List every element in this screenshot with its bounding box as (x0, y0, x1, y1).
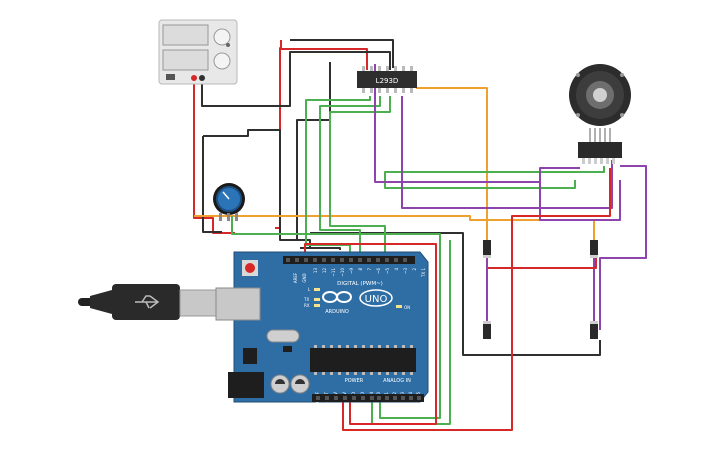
bottom-header-holes (316, 396, 421, 400)
digital-pin-label: 7 (367, 268, 372, 271)
supply-terminal-positive[interactable] (191, 75, 197, 81)
arduino-crystal (266, 329, 300, 343)
digital-pin-label: ~11 (331, 268, 336, 277)
digital-pin-label: ~6 (376, 268, 381, 274)
wire-gray-encoder-leads[interactable] (589, 128, 611, 142)
arduino-led-rx-label: RX (304, 303, 310, 308)
usb-cable[interactable] (78, 284, 219, 320)
wires (193, 39, 647, 431)
wire-orange-pot[interactable] (194, 215, 595, 243)
digital-pin-label: 8 (358, 268, 363, 271)
digital-pin-label: 13 (313, 268, 318, 274)
motor-shaft (593, 88, 607, 102)
usb-icon (135, 295, 160, 309)
diode-top-right[interactable] (590, 240, 598, 258)
digital-pin-label: ~10 (340, 268, 345, 277)
diode-bottom-right[interactable] (590, 321, 598, 339)
wire-black-top-loop[interactable] (290, 39, 394, 68)
arduino-led-l-label: L (308, 287, 311, 292)
potentiometer[interactable] (213, 183, 245, 221)
digital-pin-label: ~3 (403, 268, 408, 274)
arduino-led-tx (314, 298, 320, 301)
supply-display-top (162, 24, 209, 46)
encoder-pins (582, 158, 615, 164)
wire-black-left[interactable] (203, 129, 300, 241)
digital-pin-label: TX 1 (421, 268, 426, 278)
power-supply[interactable] (158, 19, 238, 85)
wire-red-encoder[interactable] (488, 250, 597, 269)
wire-red-bottom[interactable] (342, 168, 611, 431)
arduino-aref-label: AREF (293, 272, 298, 283)
arduino-logo: ARDUINO UNO (322, 289, 393, 315)
arduino-on-led (396, 305, 402, 308)
wire-black-supply-gnd[interactable] (201, 51, 391, 107)
arduino-usb-port[interactable] (215, 287, 261, 321)
digital-pin-label: RX 0 (430, 268, 435, 278)
wire-orange-driver-out[interactable] (416, 87, 488, 243)
supply-knob-voltage-dot (226, 43, 230, 47)
wire-green-3[interactable] (329, 96, 391, 260)
wire-red-driver-vcc[interactable] (275, 40, 282, 229)
arduino-smd-part (283, 346, 292, 352)
digital-pin-label: 4 (394, 268, 399, 271)
arduino-analog-label: ANALOG IN (383, 378, 411, 384)
wire-green-encoder[interactable] (384, 166, 605, 189)
wire-purple-left[interactable] (401, 96, 613, 209)
driver-pins-top (362, 66, 413, 71)
encoder-connector (578, 142, 622, 158)
arduino-power-label: POWER (345, 378, 364, 384)
wire-red-driver-top[interactable] (281, 48, 368, 70)
digital-pin-label: ~9 (349, 268, 354, 274)
arduino-led-l (314, 288, 320, 291)
arduino-led-rx (314, 304, 320, 307)
digital-pin-labels: 13 12 ~11 ~10 ~9 8 7 ~6 ~5 4 ~3 2 TX 1 RX 0 (313, 268, 435, 278)
supply-display-bottom (162, 49, 209, 71)
arduino-digital-label: DIGITAL (PWM~) (337, 281, 383, 287)
arduino-brand: ARDUINO (325, 309, 349, 315)
driver-pins-bottom (362, 88, 413, 93)
supply-knob-voltage[interactable] (213, 28, 231, 46)
digital-header-holes (286, 258, 407, 262)
digital-pin-label: 2 (412, 268, 417, 271)
wire-purple-right[interactable] (599, 165, 647, 330)
analog-header (372, 394, 424, 402)
arduino-led-tx-label: TX (303, 297, 309, 302)
motor-driver-chip[interactable]: L293D (357, 66, 417, 93)
wire-black-pot[interactable] (202, 136, 222, 233)
driver-label: L293D (376, 77, 399, 85)
wire-purple-encoder-loop[interactable] (539, 168, 621, 221)
arduino-model: UNO (365, 294, 388, 305)
diode-bottom-left[interactable] (483, 321, 491, 339)
diode-top-left[interactable] (483, 240, 491, 258)
arduino-on-label: ON (404, 305, 410, 310)
microcontroller-pins (314, 345, 413, 375)
potentiometer-pointer (222, 191, 230, 200)
wire-black-driver[interactable] (296, 62, 331, 248)
supply-terminal-negative[interactable] (199, 75, 205, 81)
arduino-gnd-label: GND (302, 273, 307, 282)
arduino-microcontroller (310, 348, 416, 372)
wire-black-arduino-gnd[interactable] (300, 247, 341, 250)
supply-switch[interactable] (166, 74, 175, 80)
wire-green-pot-out[interactable] (231, 216, 441, 419)
wire-red-bottom-2[interactable] (304, 243, 437, 425)
dc-motor-encoder[interactable] (569, 64, 631, 164)
digital-pin-label: ~5 (385, 268, 390, 274)
arduino-regulator (243, 348, 257, 364)
digital-pin-label: 12 (322, 268, 327, 274)
arduino-power-jack[interactable] (228, 372, 264, 398)
supply-knob-current[interactable] (213, 52, 231, 70)
wire-green-1[interactable] (305, 96, 371, 260)
